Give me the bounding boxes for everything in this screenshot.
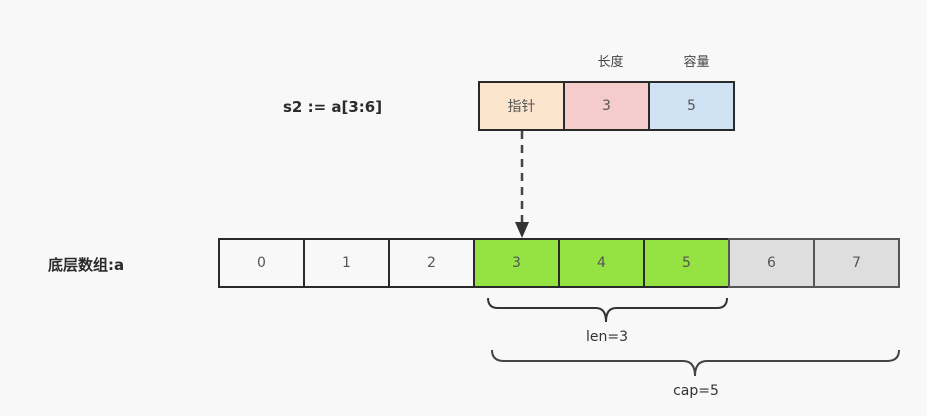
array-cell-value: 0 (257, 255, 266, 271)
underlying-array: 0 1 2 3 4 5 6 7 (218, 238, 900, 288)
pointer-label: 指针 (507, 99, 536, 115)
array-cell-value: 3 (512, 255, 521, 271)
cap-brace (491, 349, 900, 377)
array-cell-value: 7 (852, 255, 861, 271)
array-cell-value: 4 (597, 255, 606, 271)
array-cell: 0 (218, 238, 305, 288)
capacity-header: 容量 (683, 55, 710, 70)
length-value: 3 (602, 98, 611, 114)
array-cell: 5 (643, 238, 730, 288)
pointer-arrowhead (515, 222, 529, 238)
length-header: 长度 (597, 55, 624, 70)
array-cell: 7 (813, 238, 900, 288)
array-cell: 3 (473, 238, 560, 288)
capacity-value: 5 (687, 98, 696, 114)
capacity-cell: 5 (648, 81, 735, 131)
array-label: 底层数组:a (48, 256, 125, 274)
array-cell-value: 2 (427, 255, 436, 271)
array-cell: 4 (558, 238, 645, 288)
array-cell: 6 (728, 238, 815, 288)
cap-label: cap=5 (673, 383, 719, 399)
array-cell-value: 1 (342, 255, 351, 271)
length-cell: 3 (563, 81, 650, 131)
len-label: len=3 (585, 329, 628, 345)
len-brace (487, 297, 728, 323)
slice-expression: s2 := a[3:6] (283, 98, 383, 116)
array-cell-value: 5 (682, 255, 691, 271)
pointer-cell: 指针 (478, 81, 565, 131)
array-cell-value: 6 (767, 255, 776, 271)
slice-header: 指针 3 5 (478, 81, 735, 131)
